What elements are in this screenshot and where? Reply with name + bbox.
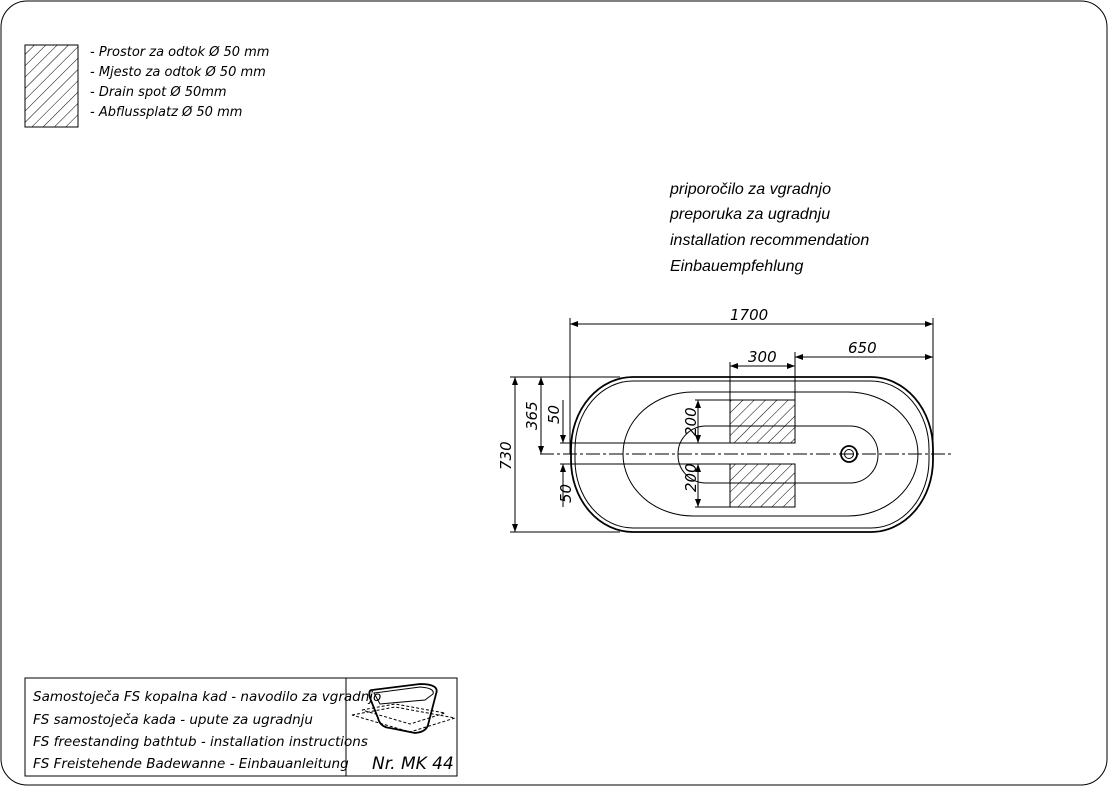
dim-drain-offset: 650 (848, 339, 877, 357)
title-line: Samostoječa FS kopalna kad - navodilo za… (33, 689, 381, 705)
legend-item: - Drain spot Ø 50mm (90, 85, 227, 100)
dim-gap-bottom: 50 (557, 484, 575, 503)
legend: - Prostor za odtok Ø 50 mm - Mjesto za o… (24, 44, 269, 128)
legend-item: - Abflussplatz Ø 50 mm (90, 105, 242, 120)
dim-gap-top: 50 (545, 405, 563, 424)
title-line: FS Freistehende Badewanne - Einbauanleit… (33, 756, 349, 772)
recommendation-heading: priporočilo za vgradnjo preporuka za ugr… (669, 181, 869, 275)
drain-area-top (729, 399, 796, 444)
title-block: Samostoječa FS kopalna kad - navodilo za… (24, 677, 458, 777)
recommendation-line: priporočilo za vgradnjo (669, 181, 831, 198)
dimensions: 1700 650 300 730 365 50 50 200 200 (497, 306, 934, 533)
dim-width: 730 (497, 441, 515, 470)
recommendation-line: Einbauempfehlung (670, 258, 804, 275)
hatched-drain-area-icon (24, 44, 79, 128)
document-number: Nr. MK 44 (372, 754, 454, 774)
recommendation-line: preporuka za ugradnju (669, 206, 830, 223)
legend-item: - Mjesto za odtok Ø 50 mm (90, 65, 266, 80)
recommendation-line: installation recommendation (670, 232, 869, 249)
dim-drain-depth-top: 200 (682, 407, 700, 436)
dim-length: 1700 (730, 306, 768, 324)
dim-half-width: 365 (523, 401, 541, 430)
title-line: FS samostoječa kada - upute za ugradnju (33, 712, 313, 728)
dim-drain-depth-bottom: 200 (682, 463, 700, 492)
legend-item: - Prostor za odtok Ø 50 mm (90, 45, 269, 60)
title-line: FS freestanding bathtub - installation i… (33, 734, 368, 750)
bathtub-sketch-icon (351, 683, 456, 734)
drain-area-bottom (729, 463, 796, 508)
dim-drain-width: 300 (748, 348, 777, 366)
bathtub-plan (540, 376, 952, 533)
